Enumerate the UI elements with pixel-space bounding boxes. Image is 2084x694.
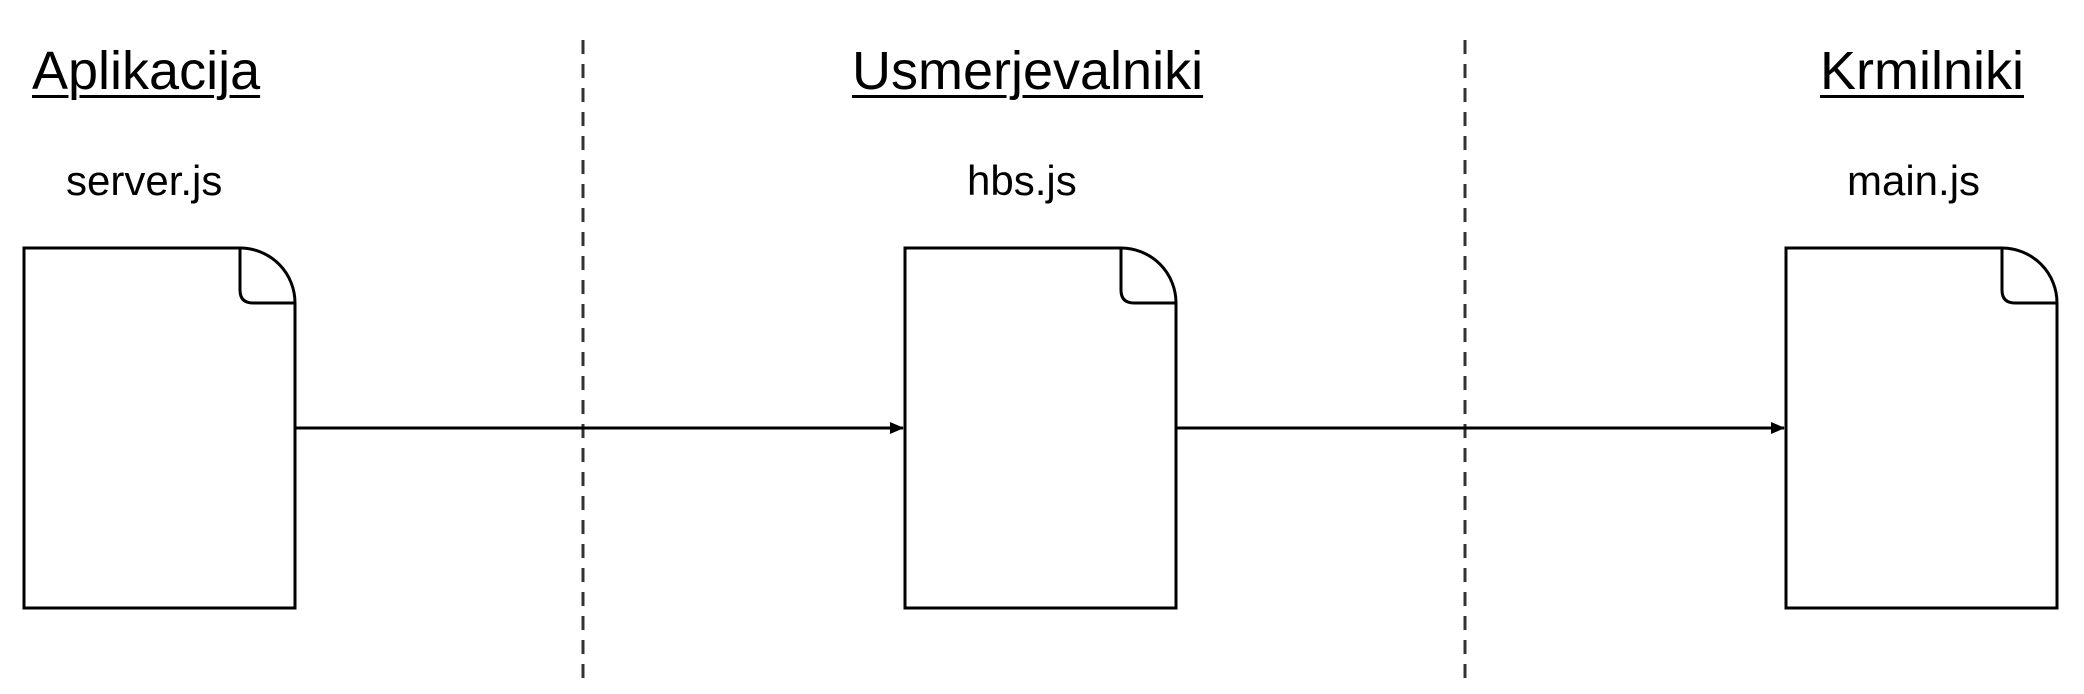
section-heading-krmilniki: Krmilniki [1819,41,2024,101]
document-icon [1784,246,2059,610]
document-icon [903,246,1178,610]
section-heading-usmerjevalniki: Usmerjevalniki [852,41,1204,101]
file-label-hbs: hbs.js [967,157,1077,204]
section-heading-aplikacija: Aplikacija [32,41,261,101]
file-label-main: main.js [1847,157,1981,204]
document-icon [22,246,297,610]
file-label-server: server.js [66,157,223,204]
